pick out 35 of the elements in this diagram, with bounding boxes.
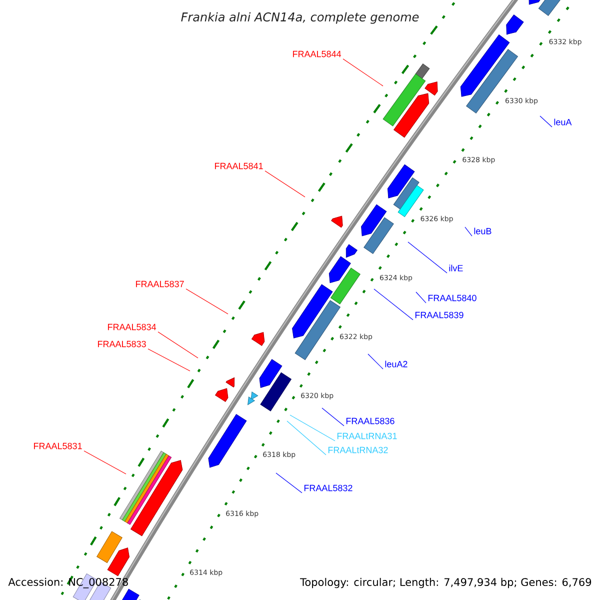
gene-label: FRAAL5833 bbox=[98, 340, 146, 348]
leader-line bbox=[374, 288, 414, 320]
leader-line bbox=[290, 414, 336, 442]
leader-line bbox=[158, 332, 198, 358]
leader-line bbox=[408, 242, 448, 274]
footer-text: Accession: NC_008278 bbox=[8, 578, 128, 588]
gene-label: FRAALtRNA32 bbox=[328, 446, 388, 454]
gene-label: FRAALtRNA31 bbox=[337, 432, 397, 440]
gene-label: FRAAL5840 bbox=[428, 294, 476, 302]
leader-line bbox=[368, 354, 384, 370]
gene-label: leuB bbox=[474, 228, 492, 234]
gene-label: FRAAL5839 bbox=[415, 312, 464, 318]
leader-line bbox=[464, 226, 472, 236]
footer-text: Topology: circular; Length: 7,497,934 bp; Genes: 6,769 bbox=[300, 578, 592, 588]
gene-label: FRAAL5834 bbox=[108, 324, 156, 330]
gene-label: FRAAL5837 bbox=[136, 280, 184, 288]
leader-line bbox=[322, 408, 344, 426]
gene-label: leuA bbox=[554, 118, 572, 126]
leader-line bbox=[84, 450, 126, 474]
leader-line bbox=[276, 472, 302, 494]
gene-label: FRAAL5844 bbox=[293, 50, 342, 58]
gene-label: ilvE bbox=[449, 264, 463, 272]
leader-line bbox=[186, 288, 228, 314]
leader-line bbox=[342, 58, 384, 86]
leader-line bbox=[264, 170, 306, 198]
gene-label: FRAAL5831 bbox=[34, 442, 82, 450]
leader-line bbox=[540, 116, 552, 128]
gene-label: FRAAL5841 bbox=[215, 162, 263, 170]
title: Frankia alni ACN14a, complete genome bbox=[181, 12, 419, 24]
gene-label: FRAAL5832 bbox=[304, 484, 352, 492]
gene-label: FRAAL5836 bbox=[346, 418, 394, 424]
leader-line bbox=[286, 420, 326, 456]
leader-line bbox=[148, 348, 190, 372]
gene-label: leuA2 bbox=[385, 360, 408, 368]
leader-line bbox=[416, 292, 426, 304]
